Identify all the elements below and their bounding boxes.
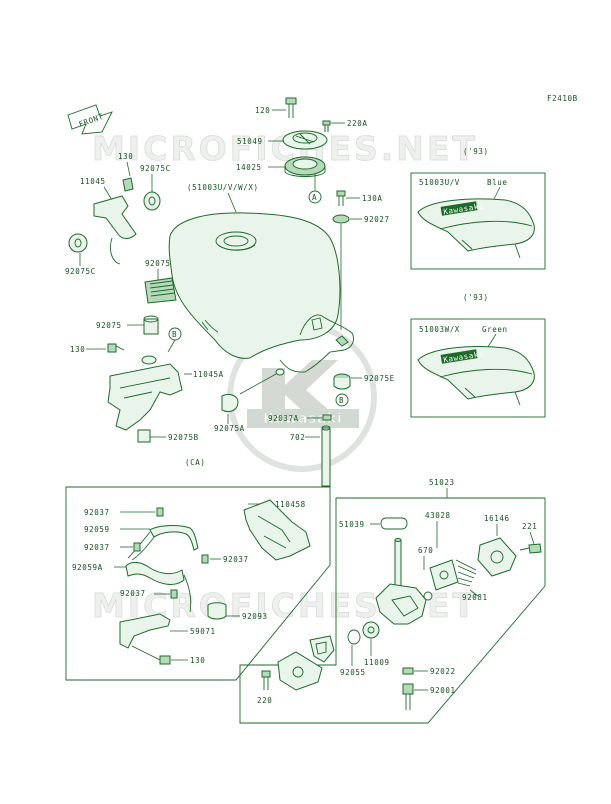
callout-120: 120 <box>255 106 270 115</box>
callout-130-top: 130 <box>118 152 133 161</box>
callout-92037a: 92037A <box>268 414 299 423</box>
ca-section: (CA) 110458 92037 92059 92037 92037 9205… <box>65 458 331 681</box>
callout-92075b: 92075B <box>168 433 199 442</box>
variant-blue-year: ('93) <box>463 147 489 156</box>
callout-ca-92037-b: 92037 <box>84 543 110 552</box>
variant-box-blue: ('93) 51003U/V Blue Kawasaki <box>410 147 546 270</box>
callout-220a: 220A <box>347 119 367 128</box>
callout-11045a: 11045A <box>193 370 224 379</box>
marker-b-right: B <box>339 396 344 405</box>
callout-92081: 92081 <box>462 593 488 602</box>
callout-ca-92059a: 92059A <box>72 563 103 572</box>
callout-ca-110458: 110458 <box>275 500 306 509</box>
front-label: FRONT <box>78 112 105 129</box>
watermark-text-top: MICROFICHES.NET <box>92 129 478 168</box>
marker-b-left: B <box>172 330 177 339</box>
variant-green-color: Green <box>482 325 508 334</box>
variant-blue-color: Blue <box>487 178 507 187</box>
callout-14025: 14025 <box>236 163 262 172</box>
fuel-tank: (51003U/V/W/X) <box>168 183 355 395</box>
callout-51049: 51049 <box>237 137 263 146</box>
callout-670: 670 <box>418 546 433 555</box>
callout-43028: 43028 <box>425 511 451 520</box>
callout-ca-92093: 92093 <box>242 612 268 621</box>
fuel-tap-section: 51023 51039 43028 16146 221 92081 670 <box>239 478 546 724</box>
callout-130-mid: 130 <box>70 345 85 354</box>
callout-92075c-top: 92075C <box>140 164 171 173</box>
callout-92075e: 92075E <box>364 374 395 383</box>
watermark-logo-band <box>247 409 359 428</box>
callout-92075a: 92075A <box>214 424 245 433</box>
ca-section-label: (CA) <box>185 458 205 467</box>
callout-92075d: 92075D <box>145 259 176 268</box>
tank-model-label: (51003U/V/W/X) <box>187 183 259 192</box>
watermark-logo-text: Kawasaki <box>263 411 342 427</box>
figure-code: F2410B <box>547 94 578 103</box>
callout-51039: 51039 <box>339 520 365 529</box>
lower-bracket-parts: 92075 B 130 11045A 92075B 92075A <box>70 315 245 443</box>
callout-11009: 11009 <box>364 658 390 667</box>
variant-blue-model: 51003U/V <box>419 178 460 187</box>
callout-ca-92037-c: 92037 <box>223 555 249 564</box>
callout-92027: 92027 <box>364 215 390 224</box>
callout-92001: 92001 <box>430 686 456 695</box>
callout-92022: 92022 <box>430 667 456 676</box>
tank-front-fasteners: 130A 92027 <box>332 190 390 330</box>
callout-51023: 51023 <box>429 478 455 487</box>
callout-221: 221 <box>522 522 537 531</box>
upper-bracket-parts: 130 92075C 11045 92075C 92075D <box>65 152 177 304</box>
fuel-cap-parts: 120 220A 51049 14025 A <box>236 97 367 204</box>
callout-702: 702 <box>290 433 305 442</box>
callout-ca-92059: 92059 <box>84 525 110 534</box>
callout-220: 220 <box>257 696 272 705</box>
callout-ca-130: 130 <box>190 656 205 665</box>
marker-a-top: A <box>312 193 317 202</box>
variant-green-model: 51003W/X <box>419 325 460 334</box>
callout-16146: 16146 <box>484 514 510 523</box>
callout-92075c-bottom: 92075C <box>65 267 96 276</box>
callout-ca-92037-a: 92037 <box>84 508 110 517</box>
callout-ca-92037-d: 92037 <box>120 589 146 598</box>
callout-11045: 11045 <box>80 177 106 186</box>
callout-92075: 92075 <box>96 321 122 330</box>
callout-92055: 92055 <box>340 668 366 677</box>
variant-box-green: ('93) 51003W/X Green Kawasaki <box>410 293 546 418</box>
callout-ca-59071: 59071 <box>190 627 216 636</box>
callout-130a: 130A <box>362 194 382 203</box>
tank-rear-parts: 92075E B 92037A 702 <box>268 373 395 487</box>
variant-green-year: ('93) <box>463 293 489 302</box>
